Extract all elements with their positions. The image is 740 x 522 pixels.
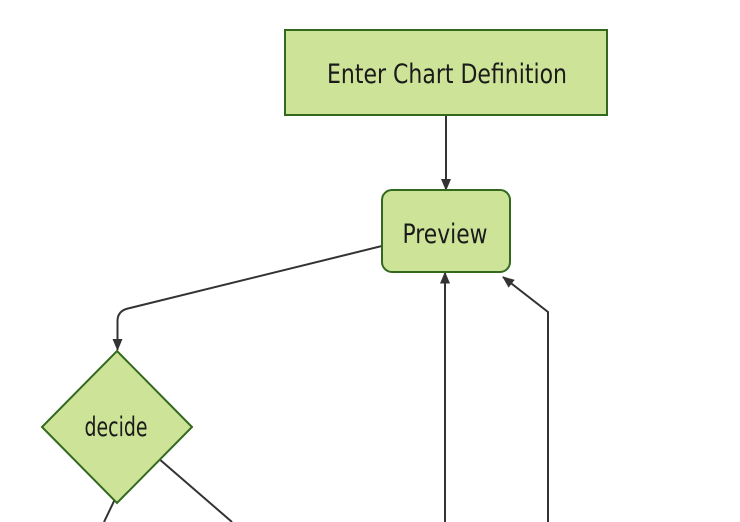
decide-label: decide (85, 412, 148, 443)
enter-chart-definition-label: Enter Chart Definition (327, 59, 567, 90)
edge-decide-to-offscreen-right (157, 457, 233, 522)
decide-diamond (40, 349, 194, 505)
preview-rect (381, 189, 511, 273)
node-preview: Preview (381, 189, 511, 273)
node-decide: decide (40, 349, 194, 505)
enter-chart-definition-rect (284, 29, 608, 116)
edge-offscreen-to-preview-corner (502, 276, 549, 522)
edges-layer (103, 115, 549, 522)
edge-preview-to-decide (112, 245, 383, 351)
preview-label: Preview (403, 219, 488, 250)
node-enter-chart-definition: Enter Chart Definition (284, 29, 608, 116)
